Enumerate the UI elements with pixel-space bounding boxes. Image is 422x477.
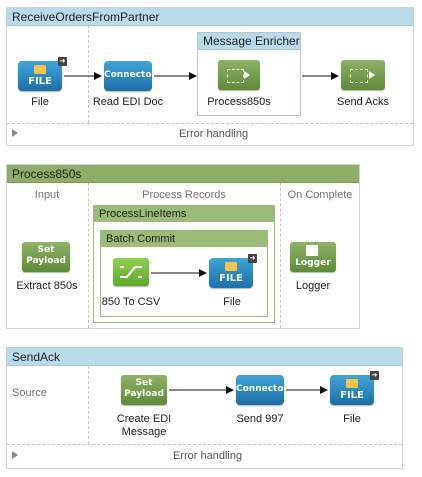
file-icon[interactable]: FILE	[209, 258, 253, 288]
node-label: 850 To CSV	[101, 296, 161, 308]
file-icon-label: FILE	[340, 390, 364, 401]
flow-title: ReceiveOrdersFromPartner	[7, 8, 413, 26]
section-divider	[280, 183, 281, 328]
node-label: Extract 850s	[16, 280, 78, 292]
node-label: Send 997	[236, 413, 284, 425]
node-label: Send Acks	[337, 96, 389, 108]
node-label: File	[343, 413, 361, 425]
outbound-arrow-icon: ➜	[248, 254, 257, 263]
enricher-title: Message Enricher	[198, 33, 300, 50]
set-payload-icon[interactable]: Set Payload	[121, 375, 167, 405]
flow-ref-box-icon	[350, 69, 368, 83]
source-divider	[88, 25, 89, 123]
node-label: File	[31, 96, 49, 108]
section-label-input: Input	[34, 189, 60, 201]
transform-glyph-icon	[120, 266, 142, 278]
expand-triangle-icon[interactable]	[12, 451, 18, 459]
connector-icon[interactable]: Connector	[104, 61, 156, 91]
connector-icon[interactable]: Connector	[236, 375, 288, 405]
icon-label: Payload	[124, 389, 164, 399]
node-label: Logger	[295, 280, 331, 292]
section-divider	[88, 183, 89, 328]
flow-title: SendAck	[7, 348, 402, 366]
node-label: File	[223, 296, 241, 308]
flow-ref-arrow-icon	[244, 71, 250, 79]
flow-reference-icon[interactable]	[341, 60, 385, 90]
dataweave-transform-icon[interactable]	[113, 258, 149, 286]
node-label: Message	[121, 426, 167, 438]
scope-title: ProcessLineItems	[94, 206, 274, 222]
file-icon[interactable]: FILE	[330, 375, 374, 405]
icon-label: Set	[37, 245, 55, 255]
flow-reference-icon[interactable]	[218, 60, 260, 90]
section-label-source: Source	[12, 387, 47, 399]
node-label: Create EDI	[116, 413, 172, 425]
document-icon	[306, 245, 318, 256]
connector-icon-label: Connector	[104, 70, 156, 80]
flow-sendack[interactable]: SendAck	[6, 347, 403, 469]
flow-title: Process850s	[7, 165, 359, 183]
flow-ref-box-icon	[227, 69, 244, 83]
node-label: Process850s	[207, 96, 271, 108]
section-label-process: Process Records	[142, 189, 226, 201]
icon-label: Logger	[295, 258, 331, 268]
error-divider	[7, 123, 413, 124]
scope-title: Batch Commit	[101, 231, 267, 247]
error-handling-label[interactable]: Error handling	[179, 128, 249, 140]
expand-triangle-icon[interactable]	[12, 129, 18, 137]
flow-ref-arrow-icon	[369, 71, 375, 79]
error-handling-label[interactable]: Error handling	[173, 450, 243, 462]
folder-icon	[225, 262, 237, 271]
file-icon[interactable]: FILE	[18, 61, 62, 91]
icon-label: Set	[135, 378, 153, 388]
outbound-arrow-icon: ➜	[370, 371, 379, 380]
node-label: Read EDI Doc	[92, 96, 164, 108]
icon-label: Payload	[26, 256, 66, 266]
connector-icon-label: Connector	[236, 384, 288, 394]
set-payload-icon[interactable]: Set Payload	[22, 242, 70, 272]
source-divider	[88, 366, 89, 444]
folder-icon	[346, 379, 358, 388]
file-icon-label: FILE	[219, 273, 243, 284]
outbound-arrow-icon: ➜	[58, 57, 67, 66]
section-label-complete: On Complete	[287, 189, 353, 201]
folder-icon	[34, 65, 46, 74]
file-icon-label: FILE	[28, 76, 52, 87]
logger-icon[interactable]: Logger	[290, 242, 336, 272]
error-divider	[7, 444, 402, 445]
